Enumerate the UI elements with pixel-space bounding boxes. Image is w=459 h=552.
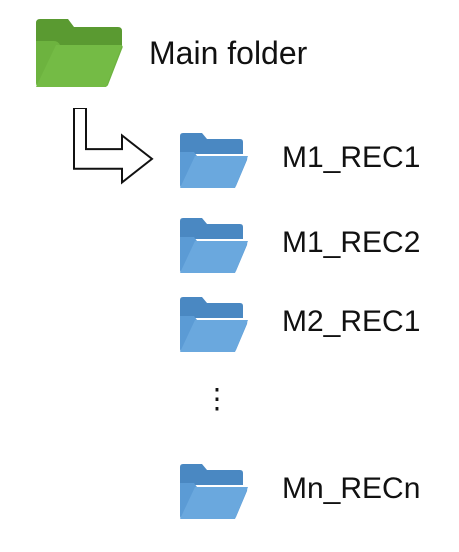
root-folder-icon [36, 19, 123, 87]
folder-open-icon [180, 133, 248, 188]
subfolder-label: M1_REC2 [282, 226, 421, 259]
subfolder-label: M2_REC1 [282, 305, 421, 338]
ellipsis-separator: ⋮ [203, 382, 231, 415]
subfolder-label: M1_REC1 [282, 141, 421, 174]
folder-open-icon [180, 464, 248, 519]
subfolder-item: Mn_RECn [174, 463, 444, 523]
subfolder-item: M1_REC1 [174, 132, 444, 192]
subfolder-item: M2_REC1 [174, 296, 444, 356]
folder-open-icon [180, 218, 248, 273]
root-folder-label: Main folder [149, 35, 308, 71]
subfolder-item: M1_REC2 [174, 217, 444, 277]
folder-open-icon [180, 297, 248, 352]
hooked-arrow-icon [73, 108, 154, 185]
subfolder-label: Mn_RECn [282, 472, 421, 505]
